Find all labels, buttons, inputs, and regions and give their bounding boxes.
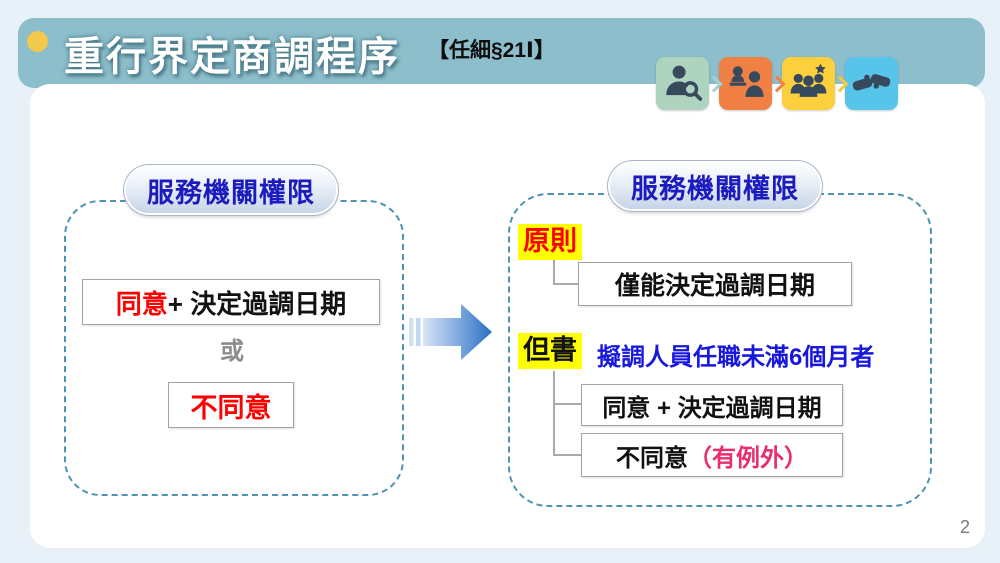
- step-box-agreement: [845, 57, 898, 110]
- team-star-icon: [788, 61, 829, 107]
- step-box-search: [656, 57, 709, 110]
- person-search-icon: [662, 61, 703, 107]
- left-option-agree-box: 同意 + 決定過調日期: [82, 279, 380, 325]
- proviso-disagree-box: 不同意（有例外）: [581, 433, 843, 477]
- law-reference: 【任細§21Ⅰ】: [428, 39, 555, 62]
- title-bullet-dot: [27, 31, 48, 52]
- proviso-connector-stub: [553, 403, 581, 405]
- proviso-agree-box: 同意 + 決定過調日期: [581, 384, 843, 426]
- interview-icon: [725, 61, 766, 107]
- page-title: 重行界定商調程序: [64, 35, 400, 79]
- agree-emphasis-text: 同意: [115, 288, 168, 319]
- principle-connector: [553, 258, 580, 285]
- process-steps: [656, 57, 898, 110]
- exception-note-text: （有例外）: [688, 444, 808, 472]
- principle-box: 僅能決定過調日期: [578, 262, 852, 306]
- left-panel-header: 服務機關權限: [126, 167, 336, 213]
- proviso-condition-text: 擬調人員任職未滿6個月者: [597, 344, 875, 371]
- principle-label: 原則: [518, 224, 582, 260]
- proviso-label: 但書: [518, 333, 582, 369]
- or-label: 或: [220, 338, 244, 365]
- step-box-interview: [719, 57, 772, 110]
- disagree-text: 不同意: [616, 444, 688, 472]
- step-box-team: [782, 57, 835, 110]
- page-number: 2: [959, 517, 970, 537]
- handshake-icon: [851, 61, 892, 107]
- right-arrow-icon: [409, 300, 495, 369]
- proviso-connector: [553, 371, 583, 456]
- left-option-disagree-box: 不同意: [168, 382, 294, 428]
- agree-rest-text: + 決定過調日期: [167, 288, 347, 319]
- right-panel-header: 服務機關權限: [610, 163, 820, 209]
